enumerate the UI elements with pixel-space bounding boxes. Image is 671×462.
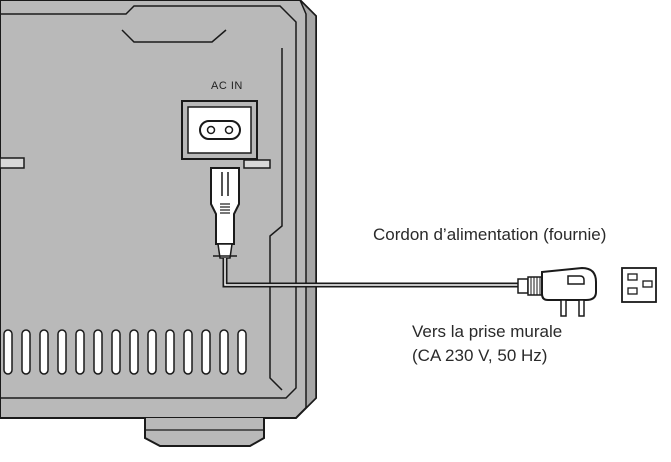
power-cord-callout: Cordon d’alimentation (fournie) bbox=[373, 225, 607, 244]
ac-in-receptacle bbox=[199, 120, 241, 140]
power-cable-highlight bbox=[224, 258, 522, 286]
ac-in-pin-right bbox=[224, 125, 234, 135]
ac-in-label: AC IN bbox=[211, 80, 243, 92]
ac-in-pin-left bbox=[206, 125, 216, 135]
left-slot bbox=[0, 157, 25, 169]
chassis-inner-outline bbox=[0, 5, 297, 399]
wall-outlet-callout-line2: (CA 230 V, 50 Hz) bbox=[412, 346, 548, 365]
wall-socket bbox=[621, 267, 657, 303]
iec-plug-body bbox=[210, 167, 240, 245]
chassis-top-notch bbox=[121, 29, 227, 43]
iec-plug-grip-lines bbox=[220, 203, 230, 214]
mains-plug bbox=[517, 266, 597, 317]
right-slot bbox=[243, 159, 271, 169]
iec-plug-strain-relief bbox=[217, 243, 233, 259]
wall-outlet-callout-line1: Vers la prise murale bbox=[412, 322, 563, 341]
chassis-side-bevel bbox=[299, 0, 317, 410]
device-foot bbox=[144, 418, 265, 447]
ventilation-slots bbox=[3, 329, 247, 375]
chassis-right-step bbox=[269, 48, 283, 391]
